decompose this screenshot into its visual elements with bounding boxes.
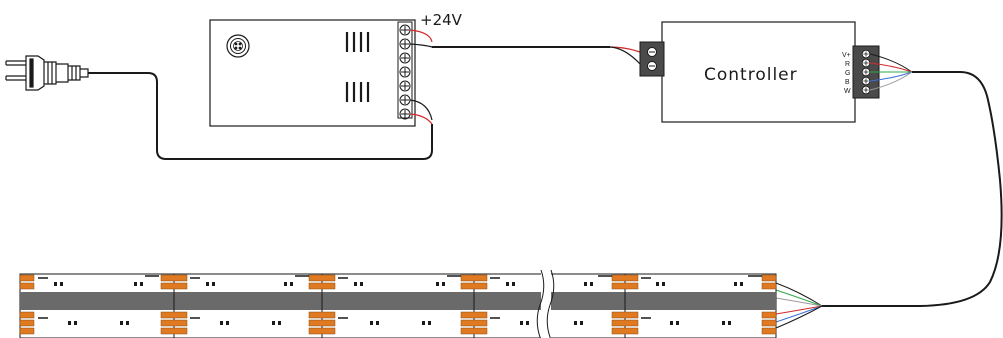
psu-output-wires: [409, 29, 433, 125]
strip-cable: [822, 71, 1003, 307]
terminal-label-b: B: [845, 79, 850, 86]
led-strip-icon: [19, 269, 777, 338]
power-plug-icon: [5, 55, 89, 91]
controller-output-wires: [869, 53, 913, 91]
terminal-label-vplus: V+: [842, 52, 851, 59]
strip-input-wires: [775, 282, 823, 329]
terminal-label-w: W: [844, 88, 851, 95]
controller-label: Controller: [704, 65, 798, 85]
dc-black-wire: [609, 46, 641, 65]
controller-icon: [639, 21, 880, 123]
controller-terminal-labels: V+ R G B W: [842, 52, 851, 95]
voltage-label: +24V: [420, 11, 463, 29]
ac-power-cable: [88, 72, 433, 160]
terminal-label-g: G: [845, 70, 850, 77]
terminal-label-r: R: [845, 61, 850, 68]
power-supply-icon: [209, 19, 416, 127]
